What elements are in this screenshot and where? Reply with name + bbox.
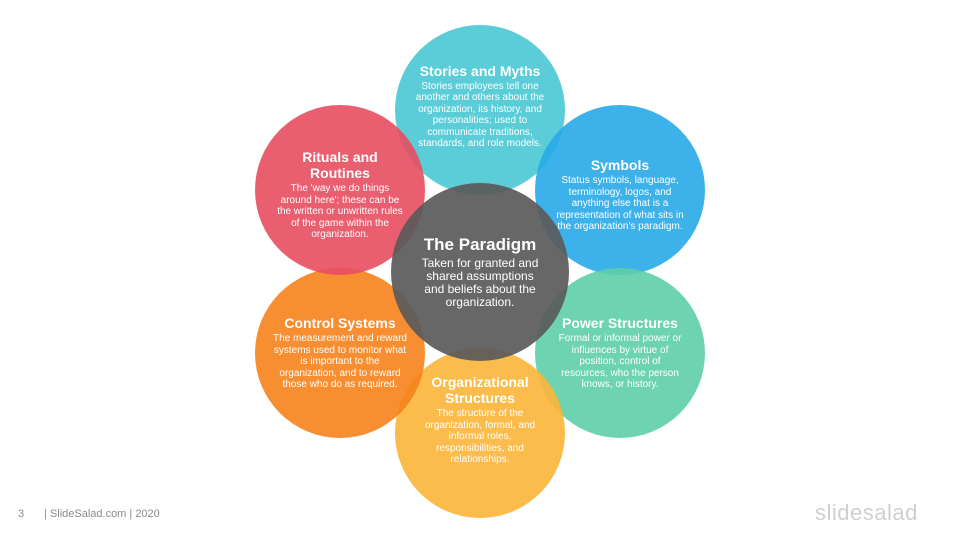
slidesalad-logo: slidesalad xyxy=(815,500,918,525)
page-number: 3 xyxy=(18,508,25,520)
control-systems-text: The measurement and reward systems used … xyxy=(273,333,407,391)
power-structures-title: Power Structures xyxy=(562,315,678,332)
stories-and-myths-text: Stories employees tell one another and o… xyxy=(415,80,545,150)
symbols-text: Status symbols, language, terminology, l… xyxy=(556,175,684,233)
stories-and-myths-title: Stories and Myths xyxy=(419,62,541,79)
symbols-circle: Symbols Status symbols, language, termin… xyxy=(535,105,705,275)
rituals-and-routines-text: The 'way we do things around here'; thes… xyxy=(277,183,403,241)
paradigm-text: Taken for granted and shared assumptions… xyxy=(421,256,539,309)
power-structures-text: Formal or informal power or influences b… xyxy=(558,333,682,391)
control-systems-title: Control Systems xyxy=(284,315,396,332)
organizational-structures-circle: Organizational Structures The structure … xyxy=(395,348,565,518)
paradigm-title: The Paradigm xyxy=(423,235,537,254)
rituals-and-routines-title: Rituals and Routines xyxy=(302,149,378,182)
stories-and-myths-circle: Stories and Myths Stories employees tell… xyxy=(395,25,565,195)
organizational-structures-text: The structure of the organization, forma… xyxy=(424,408,536,466)
symbols-title: Symbols xyxy=(590,157,650,174)
footer-text: | SlideSalad.com | 2020 xyxy=(44,508,160,520)
organizational-structures-title: Organizational Structures xyxy=(431,374,529,407)
paradigm-center-circle: The Paradigm Taken for granted and share… xyxy=(391,183,569,361)
